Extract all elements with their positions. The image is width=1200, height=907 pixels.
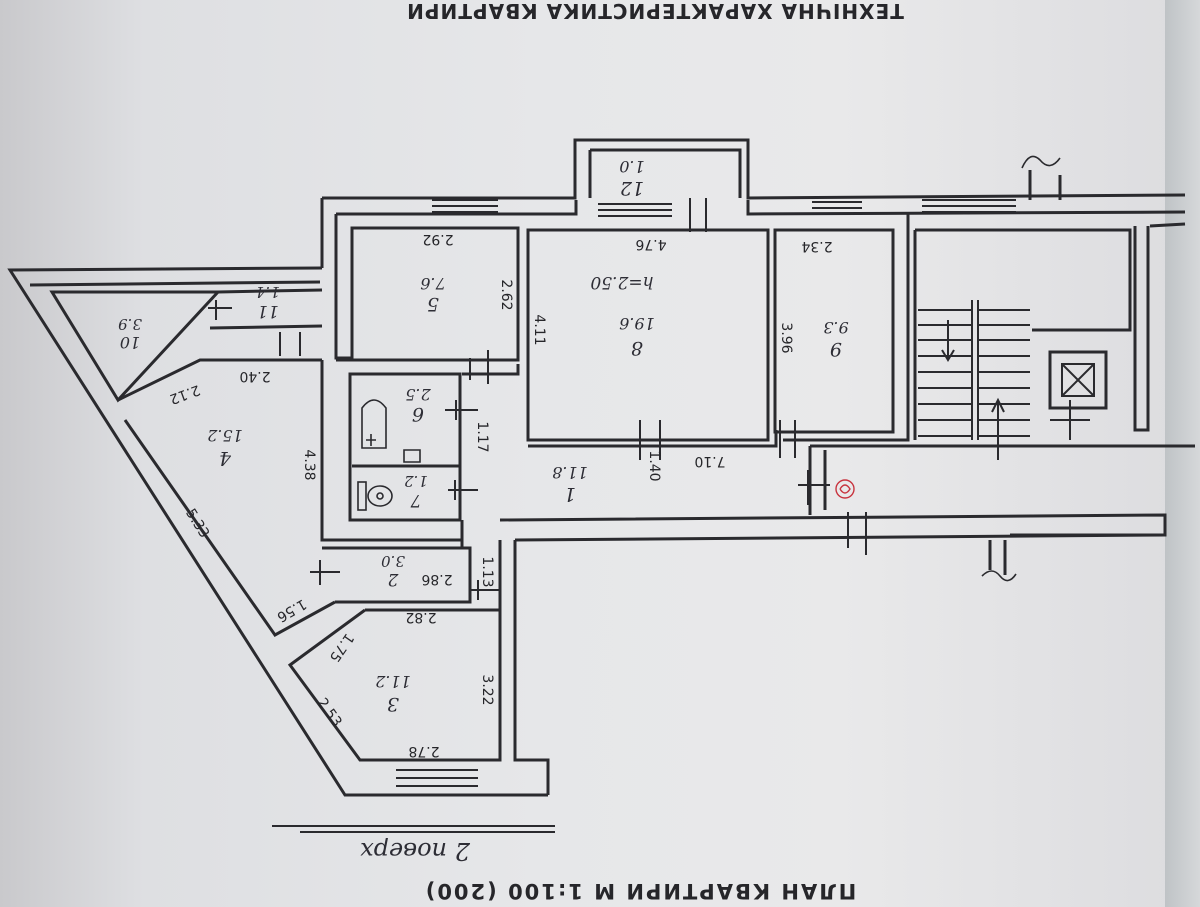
dimension-label: 1.40 [646,450,662,481]
dimension-label: 7.10 [694,453,725,469]
room-area: 3.0 [381,552,405,570]
lift-shaft [1048,350,1108,410]
room-number: 2 [388,569,400,589]
break-lines [981,155,1061,582]
room-area: 11.2 [375,672,411,691]
room-number: 8 [631,337,643,359]
room-area: 7.6 [420,274,445,293]
toilet-icon [357,481,393,511]
room-number: 9 [830,338,842,360]
dimension-label: 2.82 [405,609,436,625]
dimension-label: 2.86 [421,571,452,587]
paper-edge [1165,0,1200,907]
room-number: 5 [427,293,439,315]
dimension-label: 2.34 [801,238,832,254]
dimension-label: 3.96 [778,322,794,353]
walls [7,138,1195,797]
bathtub-icon [361,399,421,463]
room-number: 6 [412,403,424,425]
room-area: 15.2 [207,426,243,445]
room-area: 1.4 [256,283,280,301]
room-area: 2.5 [405,385,431,404]
dimension-label: 2.40 [239,368,270,384]
staircase [918,300,1030,460]
dimension-label: 3.22 [479,674,495,705]
room-area: 19.6 [619,314,655,333]
windows [396,198,1016,787]
dimension-label: 4.38 [301,449,317,480]
room-area: 1.0 [619,157,644,176]
dimension-label: 5.33 [182,506,212,541]
room-number: 1 [564,483,576,505]
room-number: 10 [120,333,140,352]
room-number: 11 [257,301,279,321]
ceiling-height: h=2.50 [590,272,653,292]
dimension-label: 4.76 [635,236,666,252]
room-number: 4 [219,447,232,469]
room-number: 12 [620,177,644,199]
dimension-label: 2.78 [408,743,439,759]
dimension-label: 1.17 [474,421,490,452]
dimension-label: 2.12 [167,381,202,407]
header-text: ТЕХНІЧНА ХАРАКТЕРИСТИКА КВАРТИРИ [406,0,904,23]
floor-label: 2 поверх [360,837,471,865]
dimension-label: 4.11 [531,314,547,345]
red-stamp [835,479,855,499]
dimension-label: 2.62 [498,279,514,310]
room-area: 9.3 [823,318,848,337]
room-number: 3 [387,693,399,715]
room-area: 3.9 [118,315,142,333]
dimension-label: 2.53 [314,695,345,730]
dimension-label: 2.92 [422,231,453,247]
dimension-label: 1.13 [479,556,495,587]
door-marks [208,300,1090,600]
floor-underline [272,825,555,833]
plan-title: ПЛАН КВАРТИРИ М 1:100 (200) [424,879,857,903]
room-area: 1.2 [404,472,428,490]
room-number: 7 [410,490,421,510]
room-area: 11.8 [552,463,588,482]
